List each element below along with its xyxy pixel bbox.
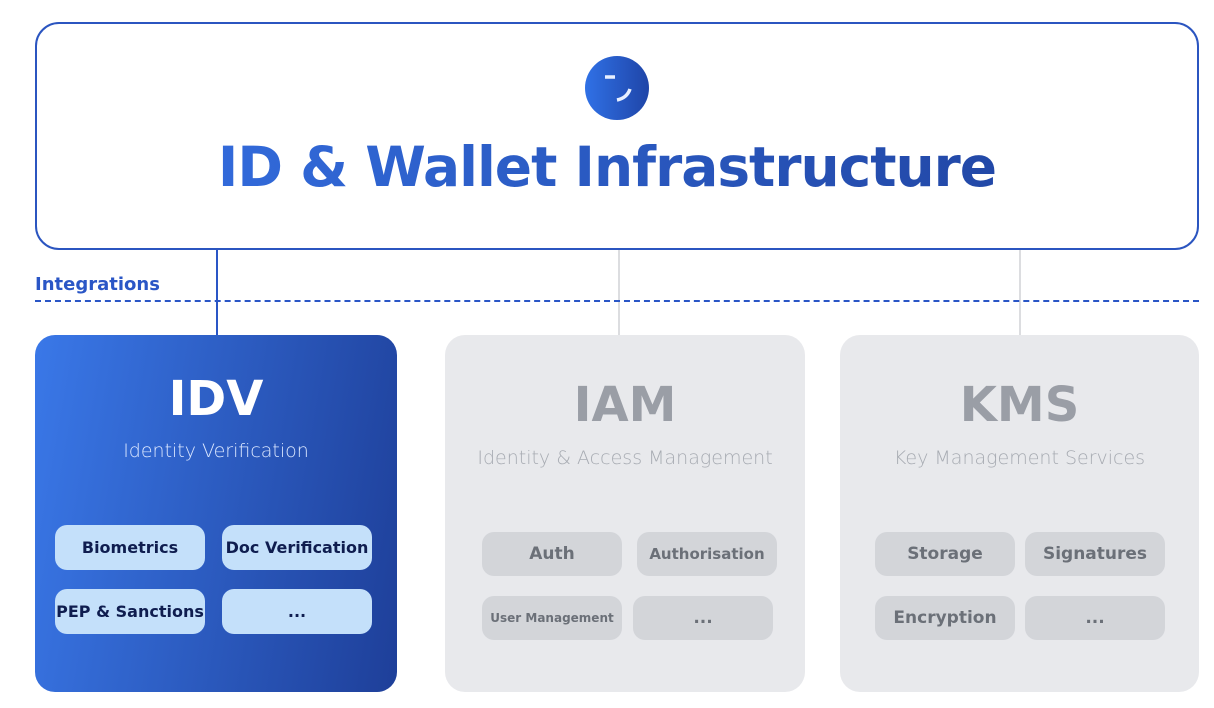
integrations-label: Integrations <box>35 274 160 295</box>
integrations-divider <box>35 300 1199 302</box>
chip-user-management: User Management <box>482 596 622 640</box>
card-title: KMS <box>959 377 1080 433</box>
card-subtitle: Identity Verification <box>123 440 309 462</box>
chip-more: ... <box>633 596 773 640</box>
card-subtitle: Identity & Access Management <box>477 447 773 469</box>
chip-biometrics: Biometrics <box>55 525 205 570</box>
card-title: IAM <box>573 377 677 433</box>
idv-card: IDV Identity Verification Biometrics Doc… <box>35 335 397 692</box>
chip-more: ... <box>1025 596 1165 640</box>
chip-encryption: Encryption <box>875 596 1015 640</box>
connector-line-idv <box>216 250 218 336</box>
connector-line-kms <box>1019 250 1021 336</box>
chip-more: ... <box>222 589 372 634</box>
card-title: IDV <box>168 371 264 427</box>
chip-authorisation: Authorisation <box>637 532 777 576</box>
page-title: ID & Wallet Infrastructure <box>0 135 1214 199</box>
chip-auth: Auth <box>482 532 622 576</box>
kms-card: KMS Key Management Services Storage Sign… <box>840 335 1199 692</box>
logo-icon <box>585 56 649 120</box>
connector-line-iam <box>618 250 620 336</box>
card-subtitle: Key Management Services <box>893 447 1146 469</box>
chip-pep-sanctions: PEP & Sanctions <box>55 589 205 634</box>
chip-doc-verification: Doc Verification <box>222 525 372 570</box>
chip-signatures: Signatures <box>1025 532 1165 576</box>
chip-storage: Storage <box>875 532 1015 576</box>
iam-card: IAM Identity & Access Management Auth Au… <box>445 335 805 692</box>
